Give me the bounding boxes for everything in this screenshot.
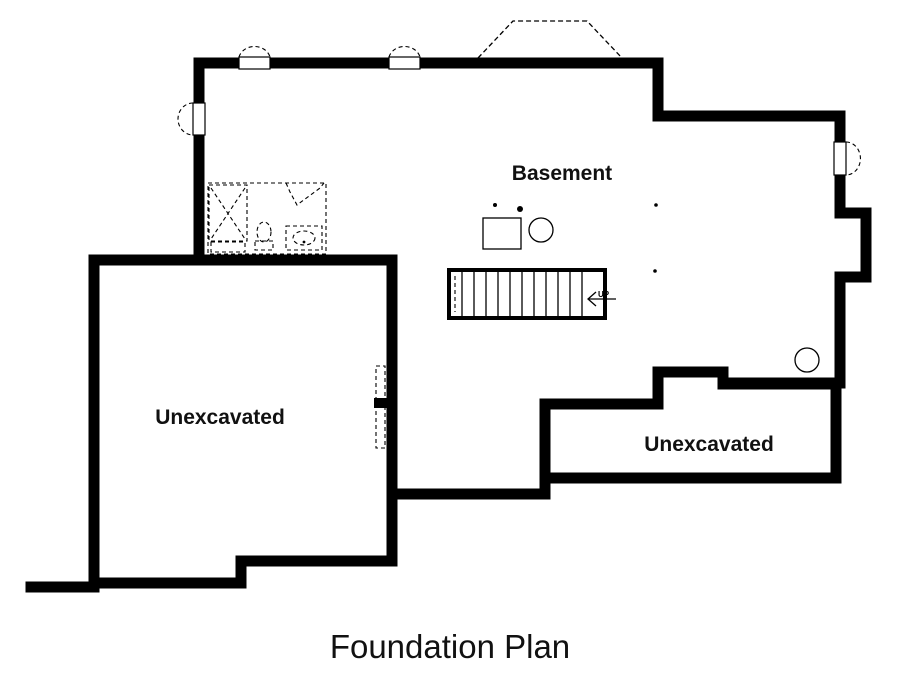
unexcavated-left-wall — [88, 254, 398, 589]
window-top-middle — [388, 45, 421, 70]
stairs: UP — [447, 268, 616, 320]
plan-title: Foundation Plan — [329, 628, 571, 665]
bay-window-outline — [477, 20, 623, 59]
basement-exterior-wall — [193, 57, 872, 500]
support-post-1 — [654, 203, 658, 207]
sump-pit — [794, 347, 820, 373]
window-right-wall — [833, 141, 861, 176]
window-left-wall — [177, 102, 206, 136]
window-top-left — [238, 45, 271, 70]
room-label-unexcavated-left: Unexcavated — [155, 406, 285, 429]
support-post-2 — [653, 269, 657, 273]
unexcavated-right-wall — [543, 378, 842, 484]
mechanical-equipment — [482, 203, 554, 250]
unexcavated-access-opening — [374, 365, 388, 449]
room-label-unexcavated-right: Unexcavated — [644, 433, 774, 456]
stair-direction-label: UP — [598, 290, 610, 299]
room-label-basement: Basement — [512, 162, 612, 185]
future-bath-fixtures — [207, 182, 327, 255]
